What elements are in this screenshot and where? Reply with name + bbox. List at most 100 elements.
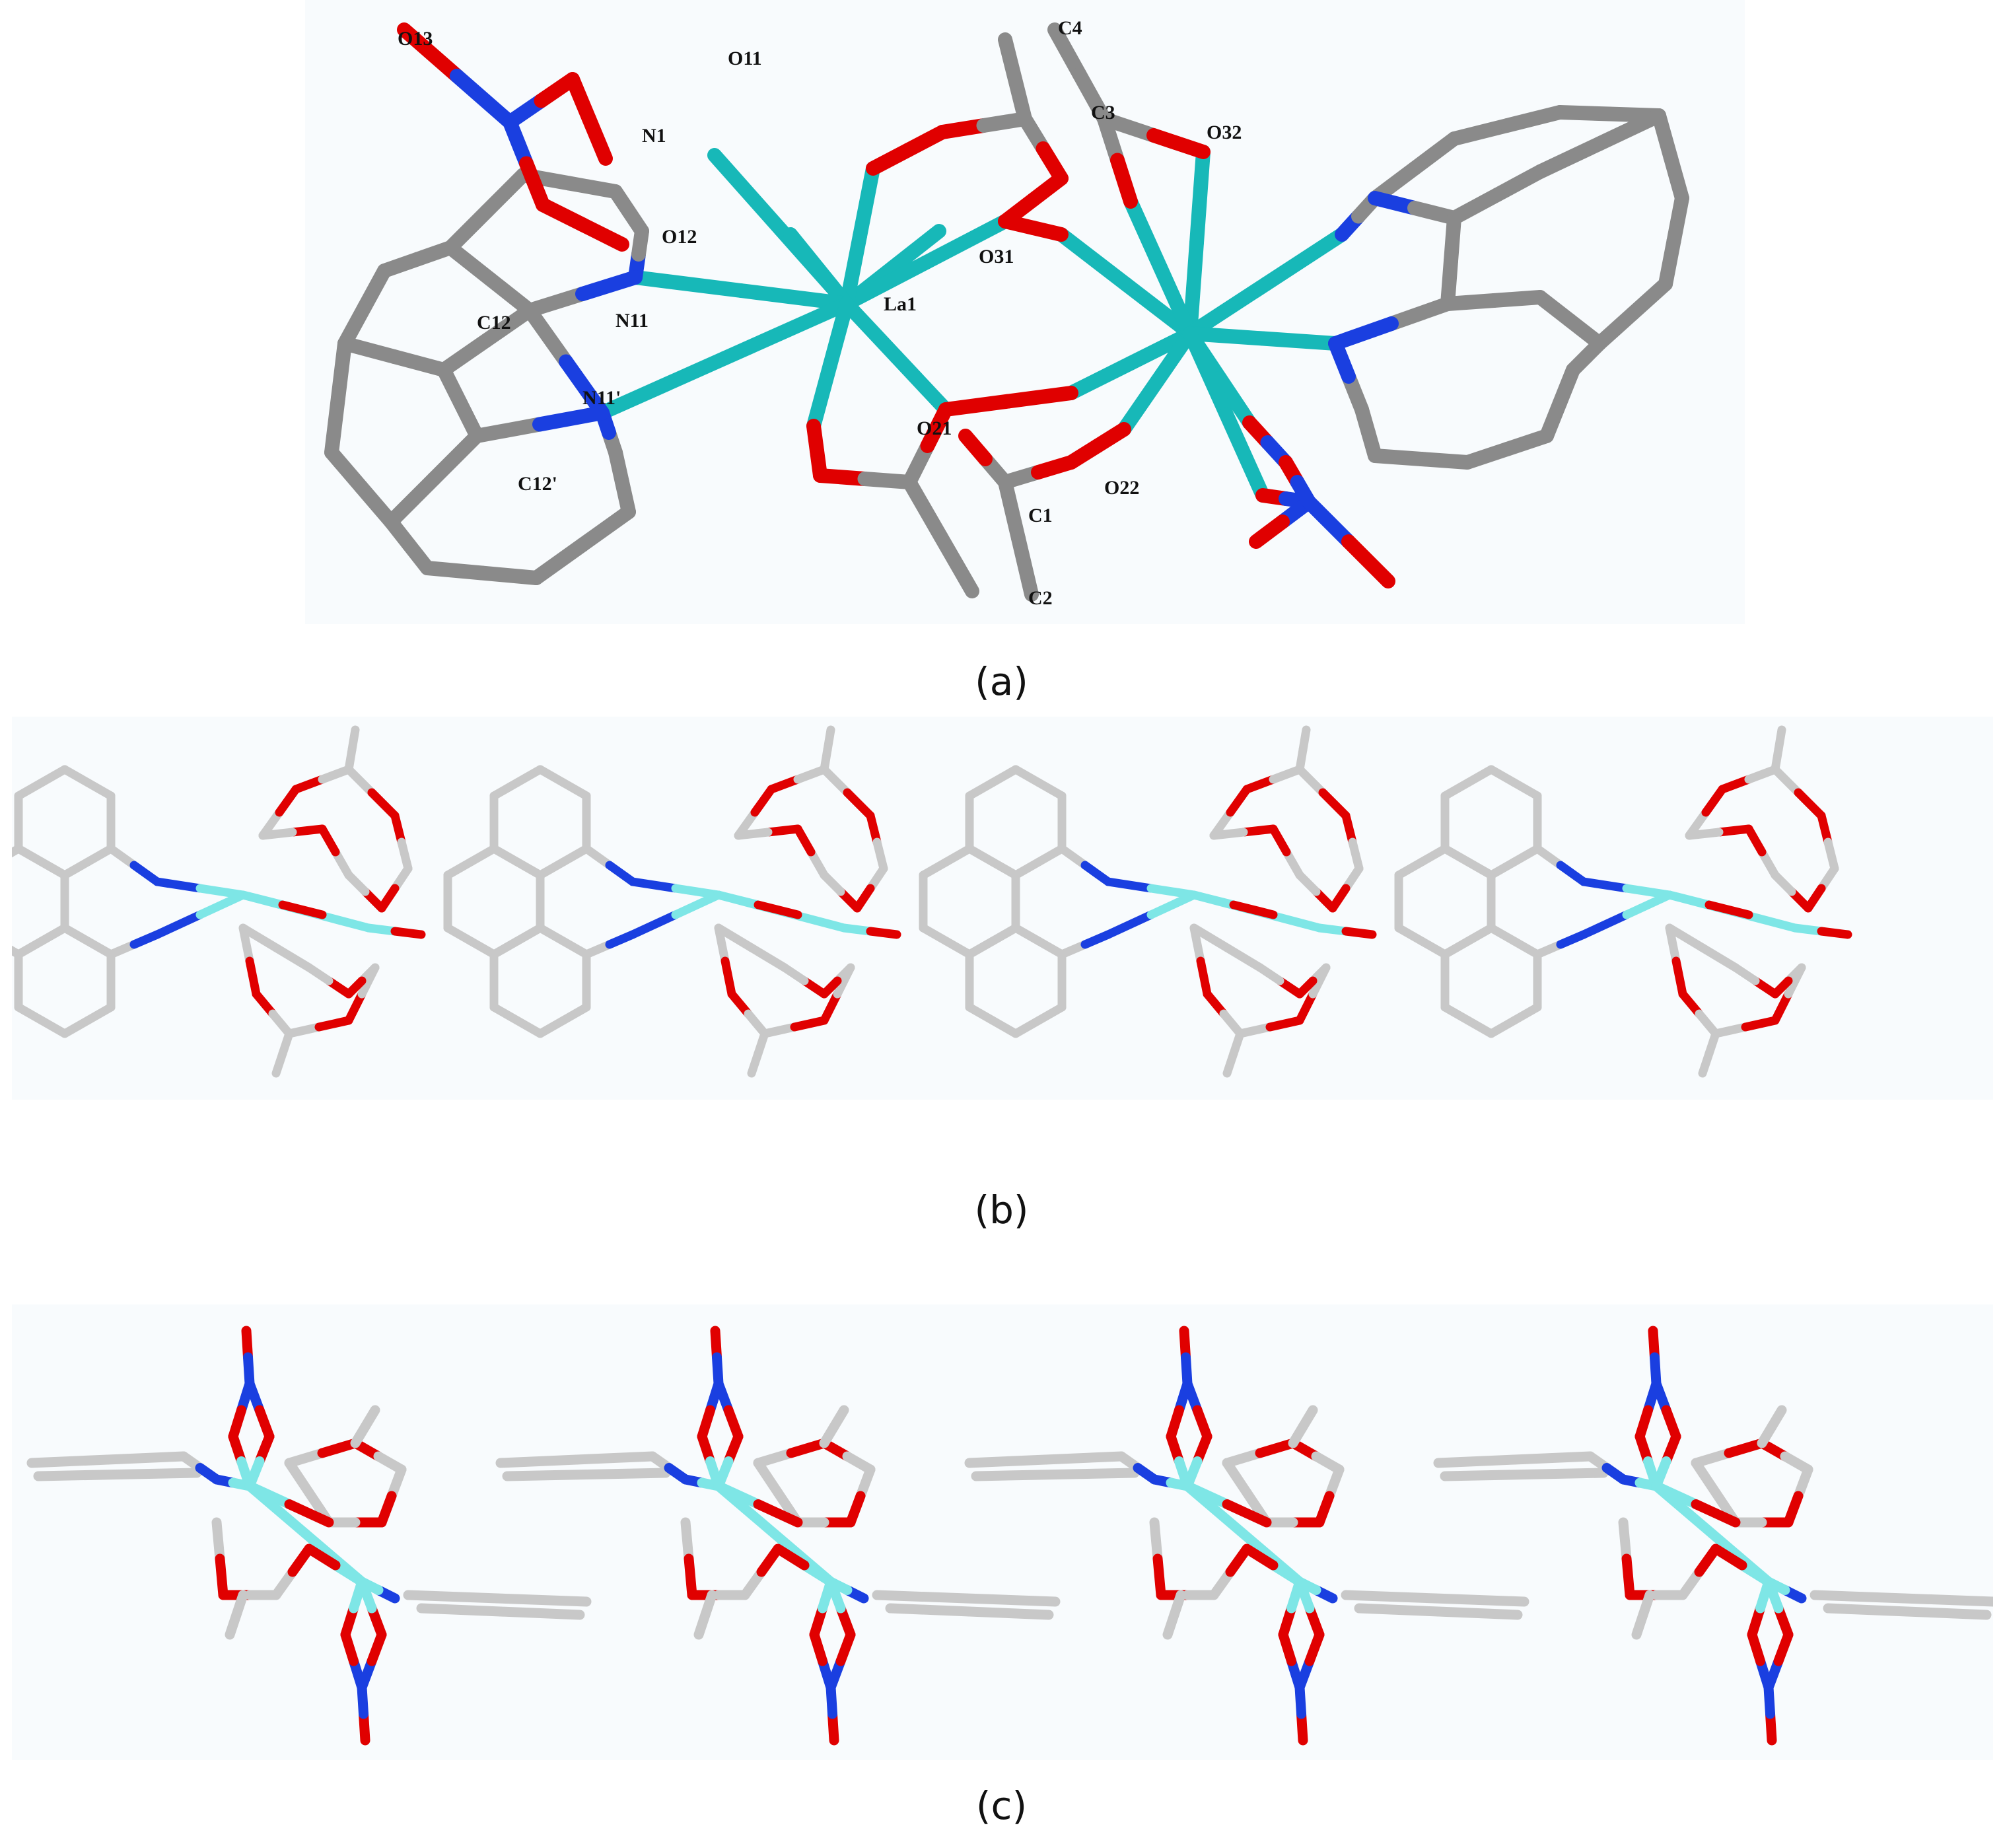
- bond: [314, 1016, 353, 1032]
- bond: [1146, 890, 1199, 919]
- bond: [519, 156, 550, 212]
- bond: [1487, 290, 1547, 308]
- bond: [714, 890, 763, 909]
- bond: [1249, 515, 1290, 549]
- bond: [492, 1593, 592, 1607]
- bond: [1556, 861, 1588, 886]
- bond: [1671, 956, 1687, 999]
- bond: [1563, 313, 1607, 351]
- bond: [575, 270, 643, 301]
- bond: [384, 472, 441, 529]
- bond: [988, 923, 1020, 946]
- bond: [1050, 1468, 1140, 1479]
- bond: [1072, 67, 1111, 126]
- bond: [734, 283, 854, 311]
- bond: [1001, 386, 1078, 409]
- bond: [1463, 765, 1496, 787]
- bond: [102, 1451, 189, 1465]
- bond: [747, 943, 789, 972]
- bond: [1651, 1481, 1701, 1509]
- bond: [1011, 1016, 1043, 1038]
- bond: [1487, 765, 1519, 787]
- bond: [367, 788, 400, 820]
- bond: [37, 1016, 69, 1038]
- panel-b-chain: [12, 717, 1993, 1100]
- bond: [1242, 775, 1278, 794]
- atom-label-C4: C4: [1058, 17, 1082, 39]
- bond: [866, 927, 901, 939]
- bond: [1741, 1016, 1780, 1032]
- bond: [839, 297, 903, 364]
- bond: [813, 468, 872, 486]
- bond: [437, 333, 494, 377]
- bond: [12, 844, 23, 858]
- panel-c-packing: [12, 1304, 1993, 1760]
- bond: [823, 725, 835, 754]
- bond: [1242, 1544, 1279, 1571]
- bond: [866, 811, 882, 847]
- bond: [60, 857, 92, 880]
- bond: [354, 480, 398, 529]
- bond: [1817, 811, 1833, 847]
- bond: [747, 1049, 763, 1078]
- bond: [1433, 1454, 1520, 1468]
- bond: [1104, 877, 1156, 893]
- bond: [628, 910, 680, 939]
- bond: [1219, 1009, 1245, 1038]
- atom-label-O21: O21: [917, 417, 952, 439]
- bond: [324, 390, 345, 460]
- phenanthroline-left: [324, 168, 649, 585]
- bond: [1744, 824, 1767, 857]
- bond: [443, 204, 494, 255]
- bond: [559, 1003, 591, 1025]
- bond: [1189, 145, 1211, 250]
- bond: [1040, 1451, 1127, 1465]
- bond: [1823, 1603, 1913, 1617]
- bond: [1658, 234, 1681, 291]
- bond: [1183, 326, 1234, 422]
- bond: [26, 1454, 113, 1468]
- bond: [318, 765, 353, 784]
- bond: [83, 778, 116, 800]
- bond: [582, 844, 614, 870]
- bond: [1117, 374, 1164, 437]
- bond: [1011, 531, 1039, 602]
- bond: [958, 429, 993, 466]
- bond: [1500, 105, 1567, 133]
- bond: [872, 837, 888, 873]
- panel-a-molecule: O13 O11 N1 C4 C3 O32 O12 O31 La1 C12 N11…: [305, 0, 1745, 624]
- bond: [1341, 1590, 1440, 1604]
- bond: [1011, 765, 1043, 787]
- bond: [744, 1009, 769, 1038]
- bond: [244, 1481, 295, 1509]
- bond: [489, 1003, 522, 1025]
- bond: [344, 989, 367, 1025]
- bond: [502, 1470, 592, 1481]
- bond: [443, 240, 497, 287]
- bond: [443, 923, 475, 946]
- bond: [489, 778, 522, 800]
- bond: [1691, 1448, 1734, 1468]
- bond: [684, 1553, 697, 1600]
- bond: [839, 229, 867, 311]
- bond: [1691, 1499, 1741, 1528]
- bond: [83, 1003, 116, 1025]
- bond: [12, 945, 23, 959]
- bond: [1701, 785, 1727, 817]
- chain-unit: [443, 725, 901, 1078]
- bond: [470, 417, 547, 443]
- bond: [14, 1003, 46, 1025]
- chain-unit: [1394, 725, 1852, 1078]
- bond: [753, 1499, 803, 1528]
- bond: [713, 1481, 763, 1509]
- bond: [1810, 1590, 1909, 1604]
- bond: [37, 857, 69, 880]
- bond: [1054, 227, 1133, 291]
- bond: [1348, 837, 1364, 873]
- bond: [1229, 900, 1278, 919]
- bond: [427, 429, 484, 486]
- bond: [1341, 811, 1357, 847]
- bond: [1533, 136, 1607, 179]
- bond: [337, 336, 402, 364]
- bond: [1265, 1016, 1304, 1032]
